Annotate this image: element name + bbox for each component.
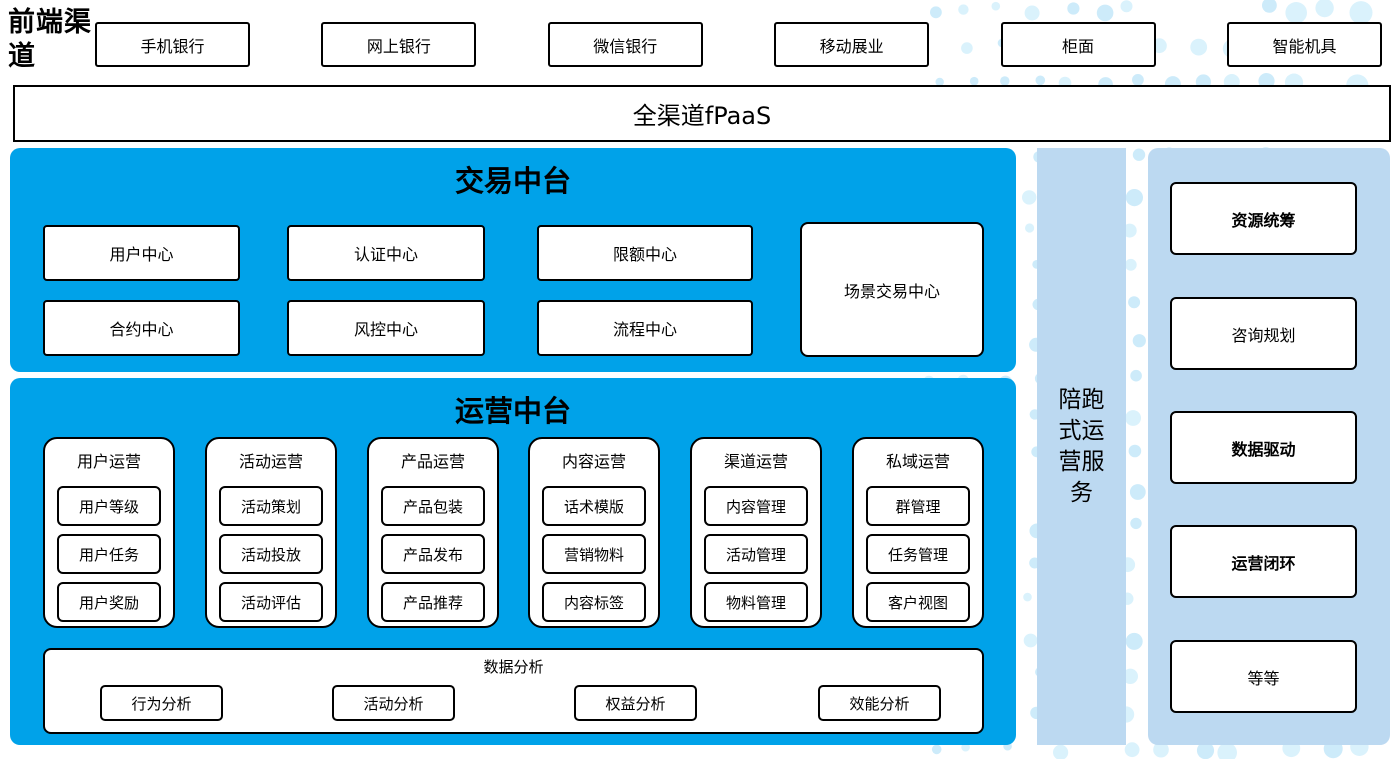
ops-column-activity: 活动运营 活动策划 活动投放 活动评估 bbox=[205, 437, 337, 628]
center-box-scene-trade: 场景交易中心 bbox=[800, 222, 984, 357]
ops-item: 物料管理 bbox=[704, 582, 808, 622]
channel-box-wechat-banking: 微信银行 bbox=[547, 22, 703, 67]
service-box-resource-planning: 资源统筹 bbox=[1170, 182, 1357, 255]
ops-column-title: 用户运营 bbox=[76, 452, 141, 471]
ops-column-product: 产品运营 产品包装 产品发布 产品推荐 bbox=[367, 437, 499, 628]
channel-box-mobile-sales: 移动展业 bbox=[774, 22, 930, 67]
ops-platform-title: 运营中台 bbox=[454, 394, 571, 428]
center-box-contract: 合约中心 bbox=[43, 300, 240, 356]
ops-column-title: 活动运营 bbox=[238, 452, 303, 471]
data-analysis-strip: 数据分析 行为分析 活动分析 权益分析 效能分析 bbox=[43, 648, 984, 734]
ops-item: 用户等级 bbox=[57, 486, 161, 526]
ops-item: 产品包装 bbox=[381, 486, 485, 526]
ops-item: 群管理 bbox=[866, 486, 970, 526]
ops-platform-section: 运营中台 用户运营 用户等级 用户任务 用户奖励 活动运营 活动策划 活动投放 … bbox=[10, 378, 1016, 745]
ops-item: 营销物料 bbox=[542, 534, 646, 574]
ops-item: 内容标签 bbox=[542, 582, 646, 622]
ops-item: 活动策划 bbox=[219, 486, 323, 526]
frontend-channels-label: 前端渠道 bbox=[8, 7, 92, 72]
channel-row: 手机银行 网上银行 微信银行 移动展业 柜面 智能机具 bbox=[95, 22, 1382, 67]
service-box-data-driven: 数据驱动 bbox=[1170, 411, 1357, 484]
ops-item: 客户视图 bbox=[866, 582, 970, 622]
center-box-limit: 限额中心 bbox=[537, 225, 753, 281]
companion-ops-service-bar: 陪跑式运营服务 bbox=[1037, 148, 1126, 745]
data-analysis-title: 数据分析 bbox=[483, 658, 544, 676]
ops-item: 产品发布 bbox=[381, 534, 485, 574]
trade-platform-section: 交易中台 用户中心 认证中心 限额中心 合约中心 风控中心 流程中心 场景交易中… bbox=[10, 148, 1016, 372]
service-box-etc: 等等 bbox=[1170, 640, 1357, 713]
ops-item: 任务管理 bbox=[866, 534, 970, 574]
ops-item: 活动评估 bbox=[219, 582, 323, 622]
center-box-process: 流程中心 bbox=[537, 300, 753, 356]
ops-item: 产品推荐 bbox=[381, 582, 485, 622]
channel-box-mobile-banking: 手机银行 bbox=[95, 22, 250, 67]
ops-item: 内容管理 bbox=[704, 486, 808, 526]
ops-column-title: 产品运营 bbox=[400, 452, 465, 471]
ops-column-user: 用户运营 用户等级 用户任务 用户奖励 bbox=[43, 437, 175, 628]
service-box-ops-loop: 运营闭环 bbox=[1170, 525, 1357, 598]
service-panel: 资源统筹 咨询规划 数据驱动 运营闭环 等等 bbox=[1148, 148, 1390, 745]
ops-item: 用户奖励 bbox=[57, 582, 161, 622]
companion-ops-service-label: 陪跑式运营服务 bbox=[1058, 386, 1105, 506]
trade-platform-title: 交易中台 bbox=[454, 164, 571, 198]
ops-column-title: 渠道运营 bbox=[723, 452, 788, 471]
center-box-auth: 认证中心 bbox=[287, 225, 485, 281]
analysis-item-rights: 权益分析 bbox=[574, 685, 697, 721]
ops-item: 话术模版 bbox=[542, 486, 646, 526]
ops-item: 活动管理 bbox=[704, 534, 808, 574]
channel-box-online-banking: 网上银行 bbox=[321, 22, 477, 67]
analysis-item-activity: 活动分析 bbox=[332, 685, 455, 721]
center-box-user: 用户中心 bbox=[43, 225, 240, 281]
analysis-item-efficiency: 效能分析 bbox=[818, 685, 941, 721]
ops-column-private-domain: 私域运营 群管理 任务管理 客户视图 bbox=[852, 437, 984, 628]
ops-column-content: 内容运营 话术模版 营销物料 内容标签 bbox=[528, 437, 660, 628]
ops-item: 用户任务 bbox=[57, 534, 161, 574]
channel-box-counter: 柜面 bbox=[1000, 22, 1156, 67]
fpaas-bar: 全渠道fPaaS bbox=[13, 85, 1391, 142]
ops-column-title: 内容运营 bbox=[561, 452, 626, 471]
ops-column-channel: 渠道运营 内容管理 活动管理 物料管理 bbox=[690, 437, 822, 628]
ops-item: 活动投放 bbox=[219, 534, 323, 574]
service-box-consulting: 咨询规划 bbox=[1170, 297, 1357, 370]
channel-box-smart-devices: 智能机具 bbox=[1226, 22, 1382, 67]
analysis-item-behavior: 行为分析 bbox=[100, 685, 223, 721]
ops-column-title: 私域运营 bbox=[885, 452, 950, 471]
center-box-risk: 风控中心 bbox=[287, 300, 485, 356]
